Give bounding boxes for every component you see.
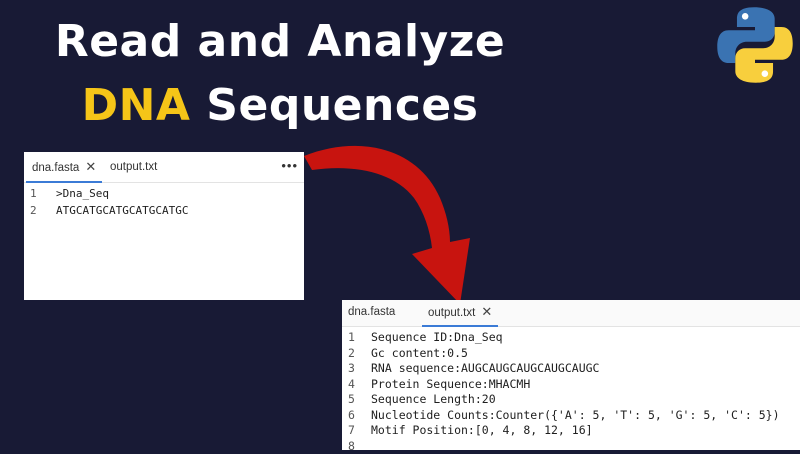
line-number: 2 (348, 346, 362, 360)
code-line: 4 Protein Sequence:MHACMH (342, 377, 800, 393)
line-number: 5 (348, 392, 362, 406)
line-number: 8 (348, 439, 362, 453)
line-text: Sequence Length:20 (371, 392, 496, 406)
line-text: ATGCATGCATGCATGCATGC (56, 204, 188, 217)
tab-dna-fasta[interactable]: dna.fasta (342, 300, 401, 325)
tab-label: output.txt (110, 161, 157, 173)
close-icon[interactable]: ✕ (481, 304, 492, 319)
line-text: RNA sequence:AUGCAUGCAUGCAUGCAUGC (371, 361, 599, 375)
line-text: Sequence ID:Dna_Seq (371, 330, 503, 344)
line-text: Protein Sequence:MHACMH (371, 377, 530, 391)
line-text: Gc content:0.5 (371, 346, 468, 360)
tab-label: dna.fasta (348, 306, 395, 318)
title-line-2: DNA Sequences (0, 80, 560, 131)
code-line: 7 Motif Position:[0, 4, 8, 12, 16] (342, 423, 800, 439)
python-logo-icon (714, 4, 796, 86)
title-sequences: Sequences (206, 80, 478, 131)
title-line-1: Read and Analyze (0, 16, 560, 67)
line-text: Motif Position:[0, 4, 8, 12, 16] (371, 423, 593, 437)
line-number: 1 (30, 187, 44, 200)
tab-output-txt[interactable]: output.txt ✕ (422, 300, 498, 327)
red-arrow-icon (290, 138, 500, 318)
code-area[interactable]: 1 Sequence ID:Dna_Seq 2 Gc content:0.5 3 RN… (342, 327, 800, 454)
code-line: 2 Gc content:0.5 (342, 346, 800, 362)
line-number: 4 (348, 377, 362, 391)
editor-panel-output: dna.fasta output.txt ✕ 1 Sequence ID:Dna_S… (342, 300, 800, 450)
line-number: 6 (348, 408, 362, 422)
line-number: 1 (348, 330, 362, 344)
tab-dna-fasta[interactable]: dna.fasta ✕ (26, 152, 102, 183)
line-number: 2 (30, 204, 44, 217)
code-line: 5 Sequence Length:20 (342, 392, 800, 408)
code-line: 6 Nucleotide Counts:Counter({'A': 5, 'T':… (342, 408, 800, 424)
editor-tabbar: dna.fasta✕ output.txt ••• (24, 152, 304, 183)
code-line: 8 (342, 439, 800, 454)
editor-tabbar: dna.fasta output.txt ✕ (342, 300, 800, 327)
line-number: 3 (348, 361, 362, 375)
code-line: 1 Sequence ID:Dna_Seq (342, 330, 800, 346)
code-line: 3 RNA sequence:AUGCAUGCAUGCAUGCAUGC (342, 361, 800, 377)
code-line: 1 >Dna_Seq (24, 187, 304, 204)
code-area[interactable]: 1 >Dna_Seq 2 ATGCATGCATGCATGCATGC (24, 183, 304, 221)
line-text: >Dna_Seq (56, 187, 109, 200)
code-line: 2 ATGCATGCATGCATGCATGC (24, 204, 304, 221)
title-highlight-dna: DNA (82, 80, 191, 131)
line-text: Nucleotide Counts:Counter({'A': 5, 'T': … (371, 408, 780, 422)
tab-output-txt[interactable]: output.txt (104, 152, 163, 181)
line-number: 7 (348, 423, 362, 437)
tab-label: dna.fasta (32, 162, 79, 174)
close-icon[interactable]: ✕ (85, 159, 96, 174)
tab-label: output.txt (428, 307, 475, 319)
